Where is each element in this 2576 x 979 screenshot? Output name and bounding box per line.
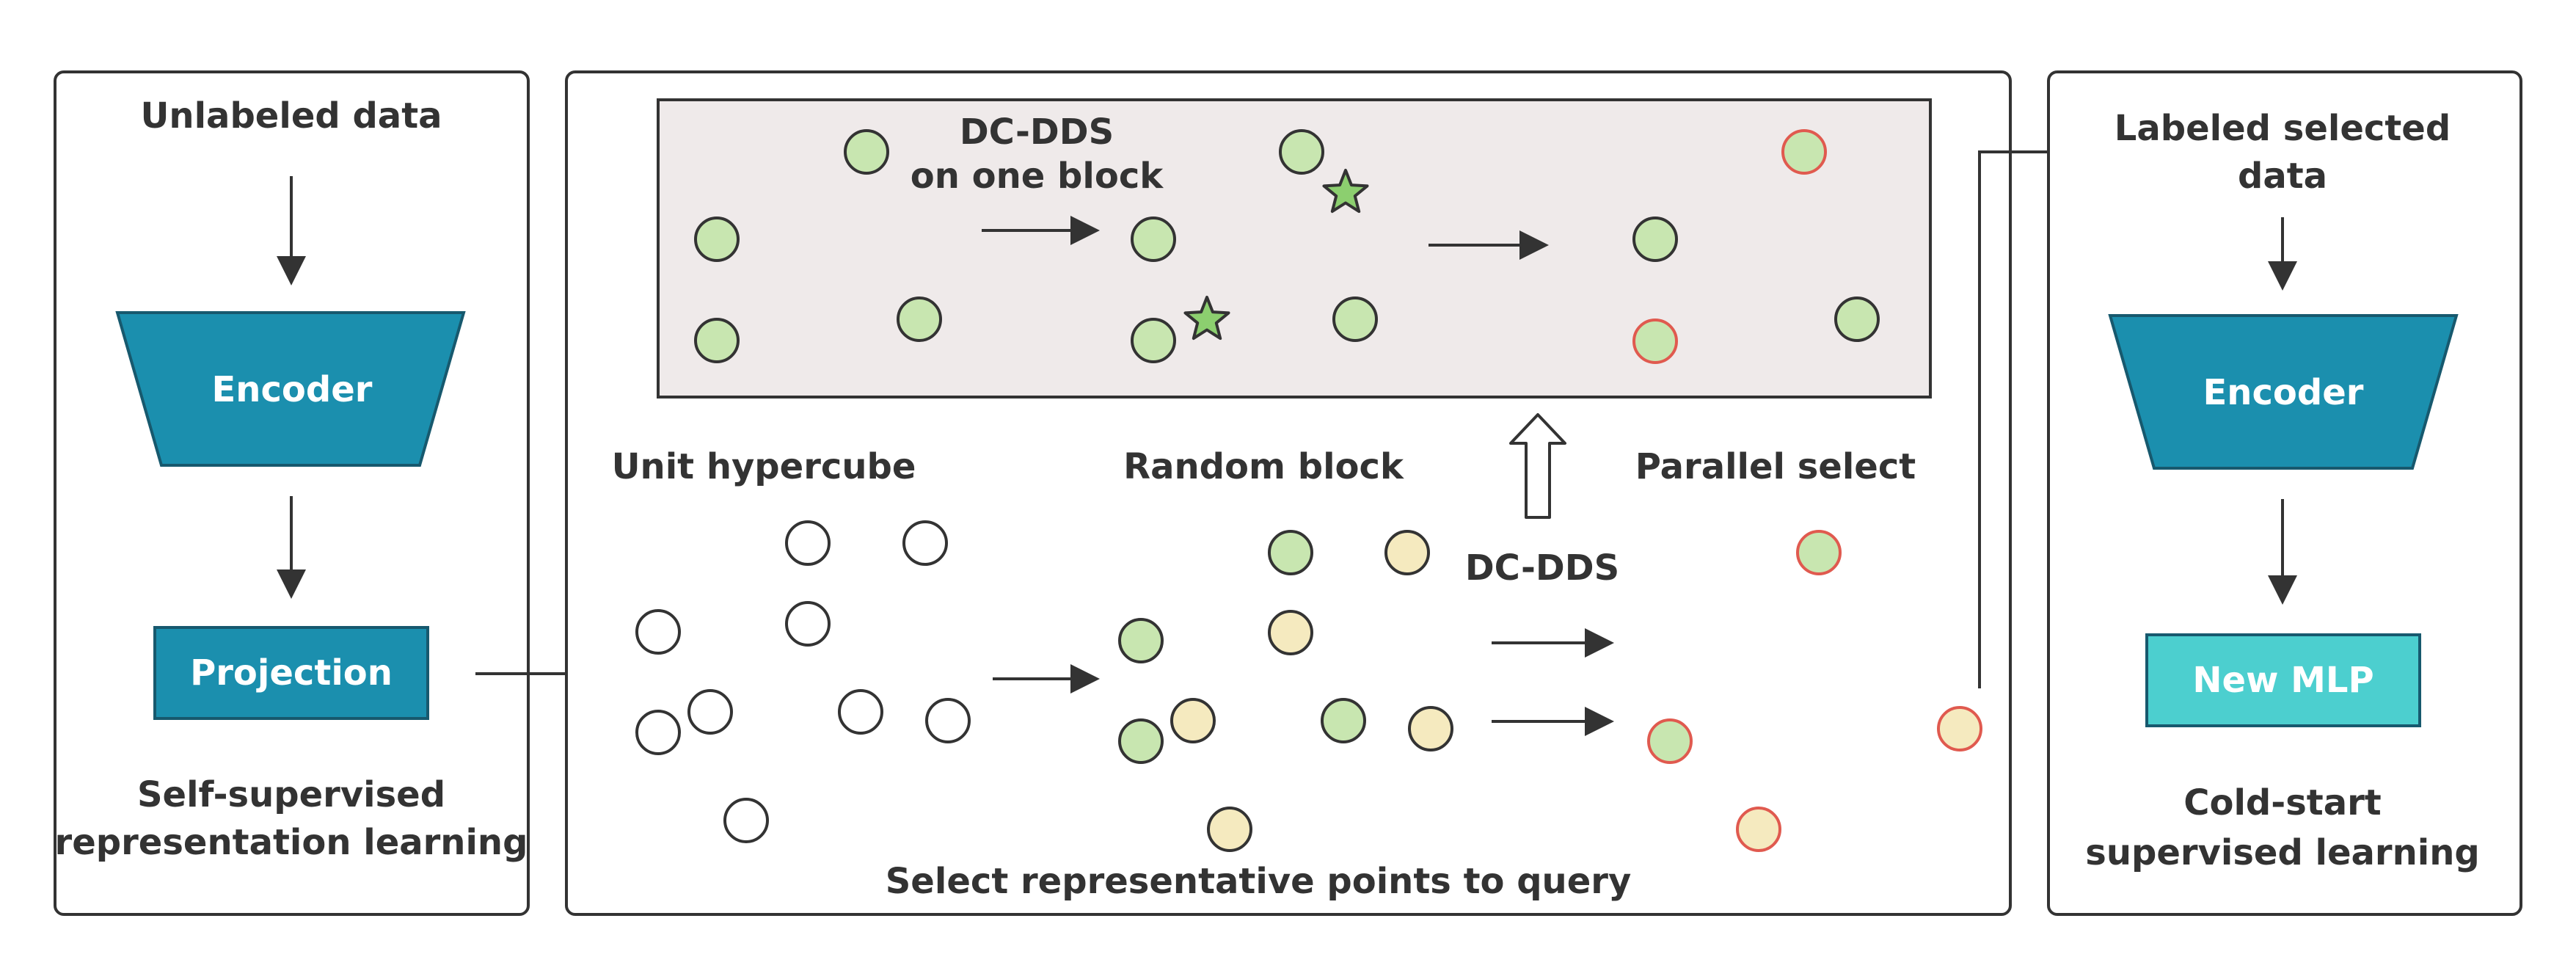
block-point-green xyxy=(1321,698,1366,743)
block-point-green xyxy=(1118,718,1164,764)
block-point-yellow xyxy=(1408,706,1453,751)
left-caption-line1: Self-supervised xyxy=(137,774,445,815)
zoom-up-arrow-icon xyxy=(1509,413,1566,519)
unlabeled-data-label: Unlabeled data xyxy=(140,95,442,137)
middle-caption: Select representative points to query xyxy=(886,861,1632,902)
inset-point xyxy=(897,296,942,342)
unit-hypercube-label: Unit hypercube xyxy=(612,446,916,487)
block-point-yellow xyxy=(1170,698,1216,743)
random-block-label: Random block xyxy=(1123,446,1404,487)
unlabeled-point xyxy=(635,710,681,755)
left-encoder-label: Encoder xyxy=(212,369,373,410)
left-encoder-shape xyxy=(115,311,466,467)
dc-dds-method-label: DC-DDS xyxy=(1465,547,1619,589)
inset-point xyxy=(1834,296,1880,342)
unlabeled-point xyxy=(785,601,831,647)
unlabeled-point xyxy=(838,689,883,735)
inset-point xyxy=(1632,216,1678,262)
block-point-yellow xyxy=(1268,610,1313,655)
labeled-data-label-line1: Labeled selected xyxy=(2115,108,2451,149)
inset-point xyxy=(694,318,740,363)
parallel-select-label: Parallel select xyxy=(1635,446,1916,487)
unlabeled-point xyxy=(687,689,733,735)
selected-point-yellow xyxy=(1736,807,1781,852)
unlabeled-point xyxy=(925,698,971,743)
inset-point xyxy=(694,216,740,262)
block-point-green xyxy=(1268,530,1313,575)
selected-point-yellow xyxy=(1937,706,1982,751)
unlabeled-point xyxy=(785,520,831,566)
labeled-data-label-line2: data xyxy=(2238,156,2327,197)
inset-selected-point xyxy=(1781,129,1827,175)
right-caption-line2: supervised learning xyxy=(2085,832,2480,873)
unlabeled-point xyxy=(635,609,681,655)
left-caption-line2: representation learning xyxy=(55,822,528,863)
new-mlp-box xyxy=(2145,633,2421,727)
inset-selected-point xyxy=(1632,319,1678,364)
right-caption-line1: Cold-start xyxy=(2183,782,2381,823)
inset-point xyxy=(1279,129,1324,175)
unlabeled-point xyxy=(723,798,769,843)
selected-point-green xyxy=(1647,718,1693,764)
unlabeled-point xyxy=(902,520,948,566)
inset-point xyxy=(1131,216,1176,262)
right-encoder-label: Encoder xyxy=(2203,372,2364,413)
centroid-star-icon xyxy=(1183,296,1230,341)
right-encoder-shape xyxy=(2108,314,2459,470)
projection-label: Projection xyxy=(190,652,393,694)
inset-point xyxy=(1131,318,1176,363)
block-point-yellow xyxy=(1384,530,1430,575)
centroid-star-icon xyxy=(1322,169,1369,214)
block-point-yellow xyxy=(1207,807,1252,852)
projection-box xyxy=(153,626,429,720)
block-point-green xyxy=(1118,618,1164,663)
selected-point-green xyxy=(1796,530,1842,575)
inset-point xyxy=(1332,296,1378,342)
new-mlp-label: New MLP xyxy=(2192,660,2374,701)
inset-label-line2: on one block xyxy=(911,156,1164,197)
inset-label-line1: DC-DDS xyxy=(960,112,1114,153)
inset-point xyxy=(844,129,889,175)
